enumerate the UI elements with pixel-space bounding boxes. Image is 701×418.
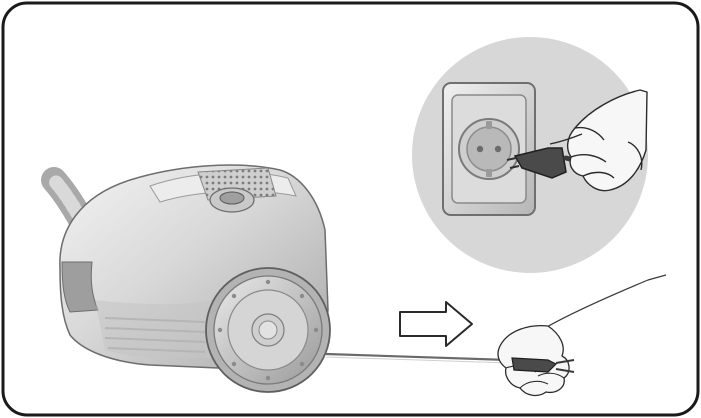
- vacuum-cleaner-icon: [59, 164, 331, 393]
- wheel-icon: [205, 267, 331, 393]
- magnified-detail: [412, 37, 648, 273]
- arrow-right-icon: [399, 301, 473, 347]
- power-cord-icon: [325, 352, 511, 362]
- hand-icon-bottom: [497, 274, 667, 397]
- control-dial-icon: [209, 187, 255, 213]
- wall-socket-icon: [442, 82, 536, 216]
- hand-icon: [549, 89, 648, 192]
